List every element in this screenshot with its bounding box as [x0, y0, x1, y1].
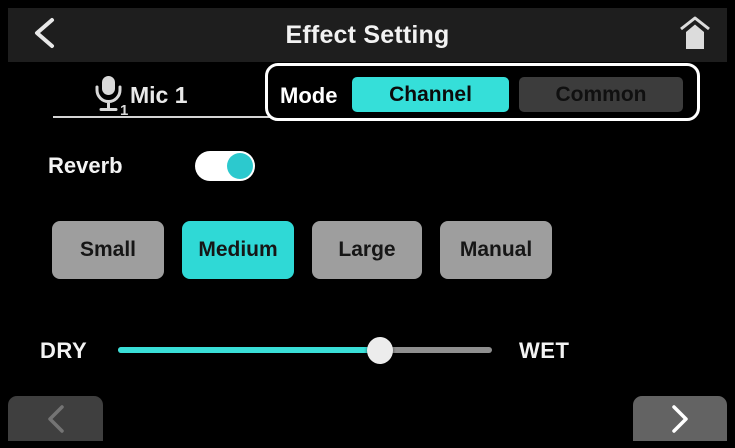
- back-button[interactable]: [24, 16, 64, 54]
- chevron-right-icon: [669, 404, 691, 434]
- page-title: Effect Setting: [285, 21, 450, 49]
- reverb-toggle[interactable]: [195, 151, 255, 181]
- reverb-type-small-button[interactable]: Small: [52, 221, 164, 279]
- mode-channel-button[interactable]: Channel: [352, 77, 509, 112]
- reverb-label: Reverb: [48, 153, 123, 178]
- mode-highlight-ring: [265, 63, 700, 121]
- header-bar: Effect Setting: [8, 8, 727, 62]
- chevron-left-icon: [31, 16, 57, 55]
- dry-label: DRY: [40, 338, 88, 363]
- mic-1-icon: 1: [90, 74, 132, 119]
- wet-label: WET: [519, 338, 570, 363]
- dry-wet-fill: [118, 347, 380, 353]
- reverb-toggle-knob: [227, 153, 253, 179]
- mode-label: Mode: [280, 83, 338, 108]
- next-page-button[interactable]: [633, 396, 727, 441]
- mode-common-button[interactable]: Common: [519, 77, 683, 112]
- chevron-left-icon: [45, 404, 67, 434]
- home-icon: [678, 16, 712, 57]
- prev-page-button[interactable]: [8, 396, 103, 441]
- mic-number-badge: 1: [120, 102, 128, 118]
- source-divider: [53, 116, 685, 118]
- reverb-type-manual-button[interactable]: Manual: [440, 221, 552, 279]
- reverb-type-large-button[interactable]: Large: [312, 221, 422, 279]
- reverb-type-medium-button[interactable]: Medium: [182, 221, 294, 279]
- source-label: Mic 1: [130, 82, 188, 108]
- dry-wet-handle[interactable]: [367, 337, 393, 364]
- home-button[interactable]: [673, 16, 717, 56]
